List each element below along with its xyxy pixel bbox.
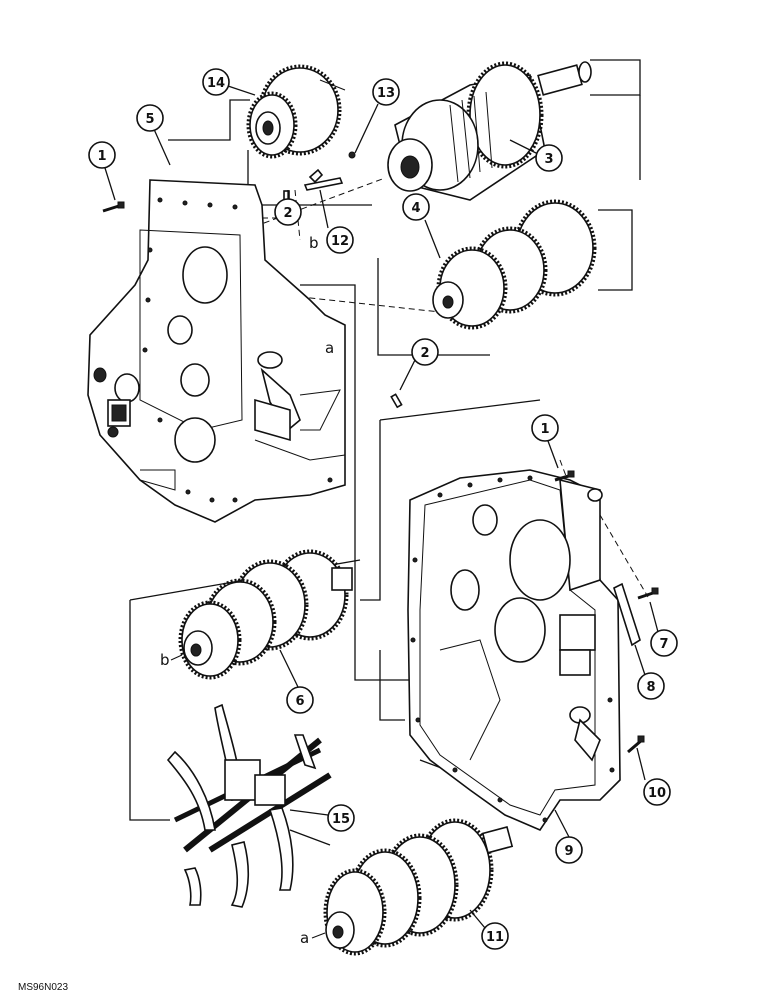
callout-1-upper: 1 (88, 141, 116, 169)
callout-8: 8 (637, 672, 665, 700)
callout-11: 11 (481, 922, 509, 950)
cluster-gears-4 (432, 199, 597, 330)
callout-label: 12 (331, 234, 349, 249)
callout-4: 4 (402, 193, 430, 221)
gear-assembly-6 (178, 549, 353, 680)
callout-label: 8 (646, 680, 655, 695)
callout-label: 2 (420, 346, 429, 361)
bolt-10 (627, 735, 645, 754)
callout-label: 10 (648, 786, 666, 801)
gear-cluster-14 (246, 64, 346, 159)
connection-letters: b a b a (160, 234, 334, 947)
callout-14: 14 (202, 68, 230, 96)
lock-plate-8 (613, 582, 641, 647)
callouts: 14 13 5 1 2 12 3 4 (88, 68, 678, 950)
callout-6: 6 (286, 686, 314, 714)
callout-label: 14 (207, 76, 225, 91)
letter-b-upper: b (309, 234, 319, 252)
callout-label: 15 (332, 812, 350, 827)
letter-a-upper: a (325, 339, 334, 357)
callout-label: 5 (145, 112, 154, 127)
output-shaft-gears-11 (323, 818, 514, 956)
bolt-1-lower (554, 470, 575, 482)
rear-housing-9 (407, 469, 621, 831)
callout-12: 12 (326, 226, 354, 254)
callout-13: 13 (372, 78, 400, 106)
bolt-7 (637, 587, 659, 600)
callout-label: 3 (544, 152, 553, 167)
callout-label: 2 (283, 206, 292, 221)
figure-code: MS96N023 (18, 982, 68, 993)
callout-label: 11 (486, 930, 504, 945)
callout-1-lower: 1 (531, 414, 559, 442)
planetary-assembly-3 (387, 61, 592, 201)
bolt-1-upper (102, 201, 125, 213)
callout-3: 3 (535, 144, 563, 172)
callout-label: 7 (659, 637, 668, 652)
callout-2-upper: 2 (274, 198, 302, 226)
callout-15: 15 (327, 804, 355, 832)
front-housing-5 (87, 179, 346, 523)
callout-10: 10 (643, 778, 671, 806)
callout-label: 4 (411, 201, 420, 216)
callout-9: 9 (555, 836, 583, 864)
letter-a-lower: a (300, 929, 309, 947)
callout-label: 1 (540, 422, 549, 437)
letter-b-lower: b (160, 651, 170, 669)
key-12 (303, 168, 344, 191)
callout-label: 1 (97, 149, 106, 164)
shift-forks-15 (166, 703, 332, 908)
callout-label: 9 (564, 844, 573, 859)
callout-label: 6 (295, 694, 304, 709)
callout-5: 5 (136, 104, 164, 132)
callout-7: 7 (650, 629, 678, 657)
leader-lines (104, 85, 659, 929)
callout-label: 13 (377, 86, 395, 101)
callout-2-lower: 2 (411, 338, 439, 366)
dowel-2-lower (390, 393, 403, 409)
screw-13 (348, 151, 356, 159)
letter-arrows (170, 654, 326, 939)
